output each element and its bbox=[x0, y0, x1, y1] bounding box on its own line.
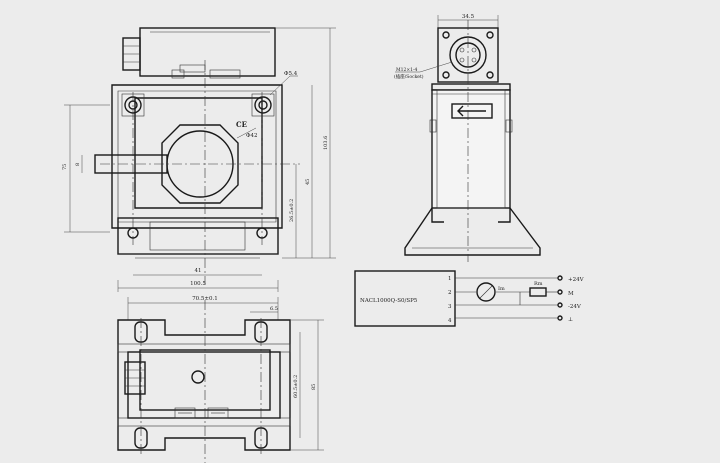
pin-2: 2 bbox=[448, 290, 452, 296]
terminal-dot-4 bbox=[557, 315, 563, 321]
terminal-dot-3 bbox=[557, 302, 563, 308]
front-mid-height: 45 bbox=[305, 179, 311, 185]
side-view: 34.5 M12×1-4 (插座/Socket) bbox=[394, 14, 541, 262]
m12-connector bbox=[449, 36, 487, 74]
terminal-plus24v: +24V bbox=[568, 277, 585, 283]
connector-label: M12×1-4 bbox=[396, 67, 417, 73]
bottom-right-outer: 85 bbox=[311, 384, 317, 390]
terminal-dot-1 bbox=[557, 275, 563, 281]
front-left-inner: 8 bbox=[75, 163, 81, 166]
wiring-diagram: NACL1000Q-S0/SP5 1 2 3 4 Im Rm +24V M -2… bbox=[354, 270, 585, 327]
side-top-width: 34.5 bbox=[462, 14, 475, 20]
side-base bbox=[404, 207, 541, 256]
rm-label: Rm bbox=[534, 281, 543, 287]
ce-mark: CE bbox=[236, 120, 247, 129]
mount-hole-dia: Φ5.4 bbox=[284, 71, 298, 77]
direction-arrow-box bbox=[451, 103, 493, 119]
bottom-view: 70.5±0.1 6.5 85 60.5±0.2 bbox=[117, 296, 324, 463]
terminal-dot-2 bbox=[557, 289, 563, 295]
front-low-height: 26.5±0.2 bbox=[289, 199, 295, 222]
bottom-outline bbox=[117, 319, 291, 451]
resistor-rm bbox=[529, 287, 547, 297]
aperture-octagon bbox=[161, 124, 239, 204]
front-overall-height: 103.6 bbox=[323, 136, 329, 150]
terminal-ground: ⊥ bbox=[568, 317, 573, 323]
hole-diameter: Φ42 bbox=[246, 133, 258, 139]
top-housing-outline bbox=[139, 27, 276, 77]
bottom-top-width: 70.5±0.1 bbox=[192, 296, 218, 302]
terminal-base bbox=[117, 217, 279, 255]
front-top-width: 100.5 bbox=[190, 281, 206, 287]
bottom-right-inner: 60.5±0.2 bbox=[293, 375, 299, 398]
im-label: Im bbox=[498, 286, 505, 292]
pin-3: 3 bbox=[448, 304, 452, 310]
pin-4: 4 bbox=[448, 318, 452, 324]
terminal-m: M bbox=[568, 291, 574, 297]
bottom-center-hole bbox=[191, 370, 205, 384]
pin-1: 1 bbox=[448, 276, 452, 282]
front-left-height: 75 bbox=[62, 164, 68, 170]
front-inner-width: 41 bbox=[195, 268, 202, 274]
terminal-minus24v: -24V bbox=[568, 304, 582, 310]
front-view: 100.5 41 Φ42 Φ5.4 CE 75 8 103.6 45 26.5±… bbox=[62, 27, 336, 292]
current-direction-arrow bbox=[457, 105, 486, 117]
bottom-slot-dim: 6.5 bbox=[270, 306, 278, 312]
side-body bbox=[431, 89, 511, 209]
sensor-block bbox=[354, 270, 456, 327]
sensor-model: NACL1000Q-S0/SP5 bbox=[360, 298, 418, 304]
connector-sublabel: (插座/Socket) bbox=[394, 73, 424, 80]
ammeter-icon bbox=[476, 282, 496, 302]
main-body-outline bbox=[111, 84, 283, 229]
side-connector-block bbox=[437, 27, 499, 83]
